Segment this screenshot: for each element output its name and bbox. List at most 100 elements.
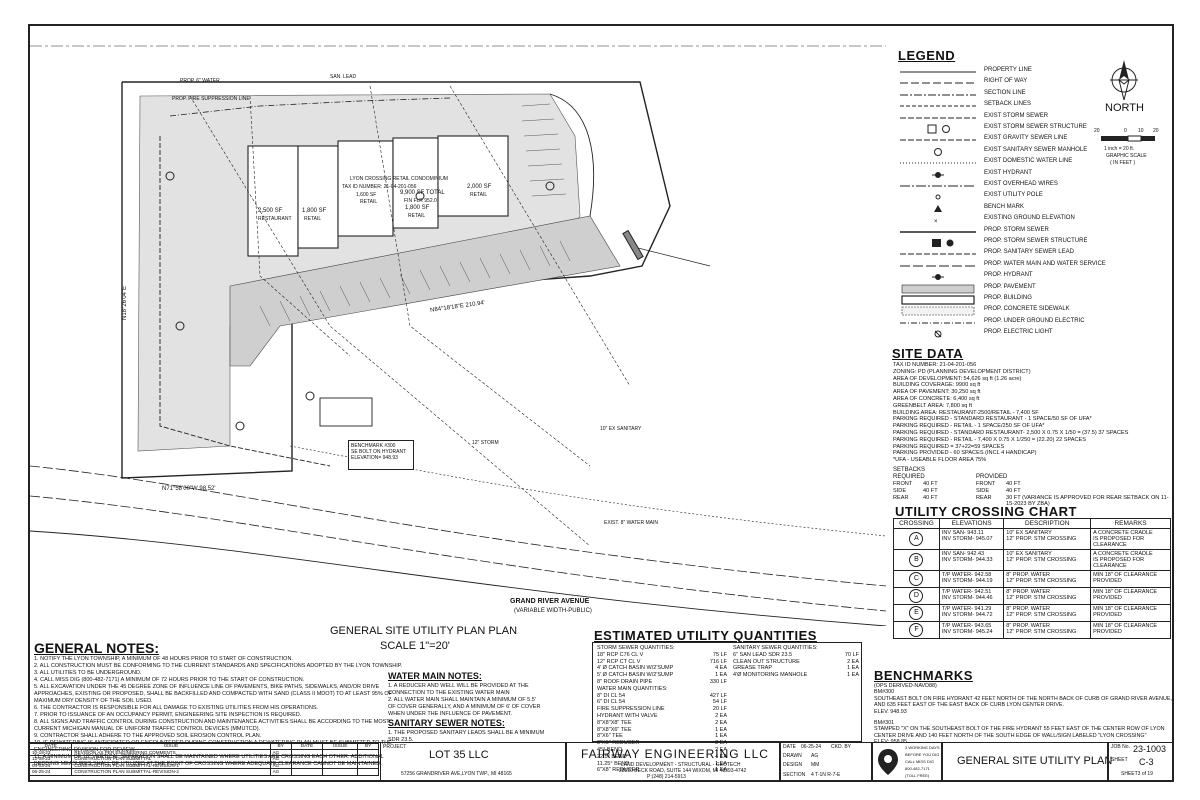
quantity-amount: 54 LF bbox=[712, 699, 727, 706]
north-label: NORTH bbox=[1105, 102, 1144, 114]
legend-row: EXIST SANITARY SEWER MANHOLE bbox=[898, 146, 1158, 158]
svg-text:×: × bbox=[934, 219, 938, 225]
remarks-line: IS PROPOSED FOR bbox=[1093, 536, 1145, 542]
missdig-line-4: 800-482-7171 bbox=[905, 766, 930, 771]
building-use-4: RETAIL bbox=[408, 213, 426, 219]
site-data-line: GREENBELT AREA: 7,800 sq ft bbox=[893, 402, 973, 409]
revision-cell-empty bbox=[357, 761, 379, 770]
description-line: 8" PROP. WATER bbox=[1006, 589, 1051, 595]
project-address: 57256 GRANDRIVER AVE,LYON TWP., MI 48165 bbox=[401, 771, 512, 777]
quantity-amount: 1 EA bbox=[715, 672, 727, 679]
site-data-line: TAX ID NUMBER: 21-04-201-056 bbox=[893, 362, 977, 368]
utility-chart-header: CROSSING bbox=[893, 518, 940, 529]
setback-provided: 40 FT bbox=[1006, 481, 1021, 487]
site-data-line: PARKING REQUIRED - STANDARD RESTAURANT -… bbox=[893, 416, 1092, 423]
legend-row: PROPERTY LINE bbox=[898, 66, 1158, 78]
legend-label: PROP. STORM SEWER STRUCTURE bbox=[984, 238, 1088, 244]
crossing-id: D bbox=[909, 589, 924, 603]
legend-symbol bbox=[900, 94, 976, 96]
sheet-number-cell: JOB No. 23-1003 SHEET C-3 SHEET3 of 19 bbox=[1108, 742, 1174, 782]
revision-cell: AG bbox=[269, 761, 292, 770]
sewer-note-line: 1. THE PROPOSED SANITARY LEADS SHALL BE … bbox=[388, 730, 545, 736]
legend-label: EXIST DOMESTIC WATER LINE bbox=[984, 158, 1073, 165]
quantity-item: 11.25° BEND bbox=[597, 760, 630, 767]
legend-label: SETBACK LINES bbox=[984, 101, 1032, 108]
revision-cell: AG bbox=[269, 755, 292, 763]
quantity-amount: 4 EA bbox=[715, 665, 727, 672]
callout-water: PROP. 6" WATER bbox=[180, 78, 220, 84]
quantity-amount: 427 LF bbox=[709, 692, 727, 699]
legend-row: PROP. PAVEMENT bbox=[898, 283, 1158, 295]
legend-symbol bbox=[900, 265, 976, 267]
general-note-line: 4. CALL MISS DIG (800-482-7171) A MINIMU… bbox=[34, 677, 305, 683]
quantity-section-title: STORM SEWER QUANTITIES: bbox=[597, 645, 675, 651]
elevation-line: INV STORM- 944.72 bbox=[941, 612, 993, 618]
crossing-cell: C bbox=[893, 570, 940, 588]
quantities-title: ESTIMATED UTILITY QUANTITIES bbox=[594, 628, 817, 643]
crossing-id: C bbox=[909, 572, 924, 586]
quantity-amount: 2 EA bbox=[847, 658, 859, 665]
quantity-amount: 20 LF bbox=[712, 706, 727, 713]
road-sub: (VARIABLE WIDTH-PUBLIC) bbox=[514, 608, 592, 614]
crossing-id: E bbox=[909, 606, 924, 620]
legend-row: PROP. STORM SEWER STRUCTURE bbox=[898, 237, 1158, 249]
description-line: 12" PROP. STM CROSSING bbox=[1006, 612, 1077, 618]
legend-symbol bbox=[932, 171, 944, 178]
benchmark-line: (OPS DERIVED-NAVD88) bbox=[874, 683, 937, 689]
legend-label: EXIST OVERHEAD WIRES bbox=[984, 181, 1058, 187]
setback-provided-label: SIDE bbox=[976, 488, 990, 494]
description-line: 12" PROP. STM CROSSING bbox=[1006, 578, 1077, 584]
remarks-line: MIN 18" OF CLEARANCE bbox=[1093, 572, 1158, 578]
legend-symbol bbox=[935, 194, 941, 200]
legend-row: PROP. UNDER GROUND ELECTRIC bbox=[898, 317, 1158, 329]
quantity-row: CLEAN OUT STRUCTURE 2 EA bbox=[733, 659, 859, 666]
general-note-line: 8. ALL SIGNS AND TRAFFIC CONTROL DURING … bbox=[34, 719, 390, 725]
site-data-line: PARKING PROVIDED - 60 SPACES (INCL 4 HAN… bbox=[893, 450, 1037, 457]
description-line: 12" PROP. STM CROSSING bbox=[1006, 629, 1077, 635]
legend-symbol bbox=[900, 322, 976, 324]
remarks-line: CLEARANCE bbox=[1093, 563, 1127, 569]
quantity-item: 5' Ø CATCH BASIN W/2'SUMP bbox=[597, 672, 674, 679]
site-data-line: PARKING REQUIRED - STANDARD RESTAURANT- … bbox=[893, 429, 1129, 436]
section-value: 4 T-1N R-7-E bbox=[811, 772, 841, 778]
scale-line-3: ( IN FEET ) bbox=[1110, 160, 1136, 166]
description-line: 8" PROP. WATER bbox=[1006, 572, 1051, 578]
legend-label: PROP. ELECTRIC LIGHT bbox=[984, 329, 1053, 336]
elevation-line: INV STORM- 945.07 bbox=[941, 536, 993, 542]
missdig-line-2: BEFORE YOU DIG bbox=[905, 752, 940, 757]
remarks-line: A CONCRETE CRADLE bbox=[1093, 530, 1153, 536]
quantity-item: CLEAN OUT STRUCTURE bbox=[733, 658, 800, 665]
tax-id-area: 1,600 SF bbox=[356, 192, 377, 198]
quantity-amount: 1 EA bbox=[847, 665, 859, 672]
utility-chart-title: UTILITY CROSSING CHART bbox=[895, 504, 1077, 519]
water-note-line: OF COVER GENERALLY, AND A MINIMUM OF 6' … bbox=[388, 704, 541, 710]
legend-row: EXIST HYDRANT bbox=[898, 169, 1158, 181]
elevation-line: T/P WATER- 942.51 bbox=[941, 589, 992, 595]
utility-chart-header: ELEVATIONS bbox=[938, 518, 1005, 529]
scale-tick-3: 20 bbox=[1153, 128, 1159, 134]
benchmark-line: SOUTHEAST BOLT ON FIRE HYDRANT 42 FEET N… bbox=[874, 695, 1173, 702]
legend-row: PROP. ELECTRIC LIGHT bbox=[898, 328, 1158, 340]
quantity-amount: 2 EA bbox=[715, 712, 727, 719]
quantity-item: 8" DI CL 54 bbox=[597, 692, 626, 699]
legend-row: EXIST UTILITY POLE bbox=[898, 191, 1158, 203]
remarks-line: PROVIDED bbox=[1093, 578, 1122, 584]
water-note-line: CONNECTION TO THE EXISTING WATER MAIN bbox=[388, 690, 510, 696]
